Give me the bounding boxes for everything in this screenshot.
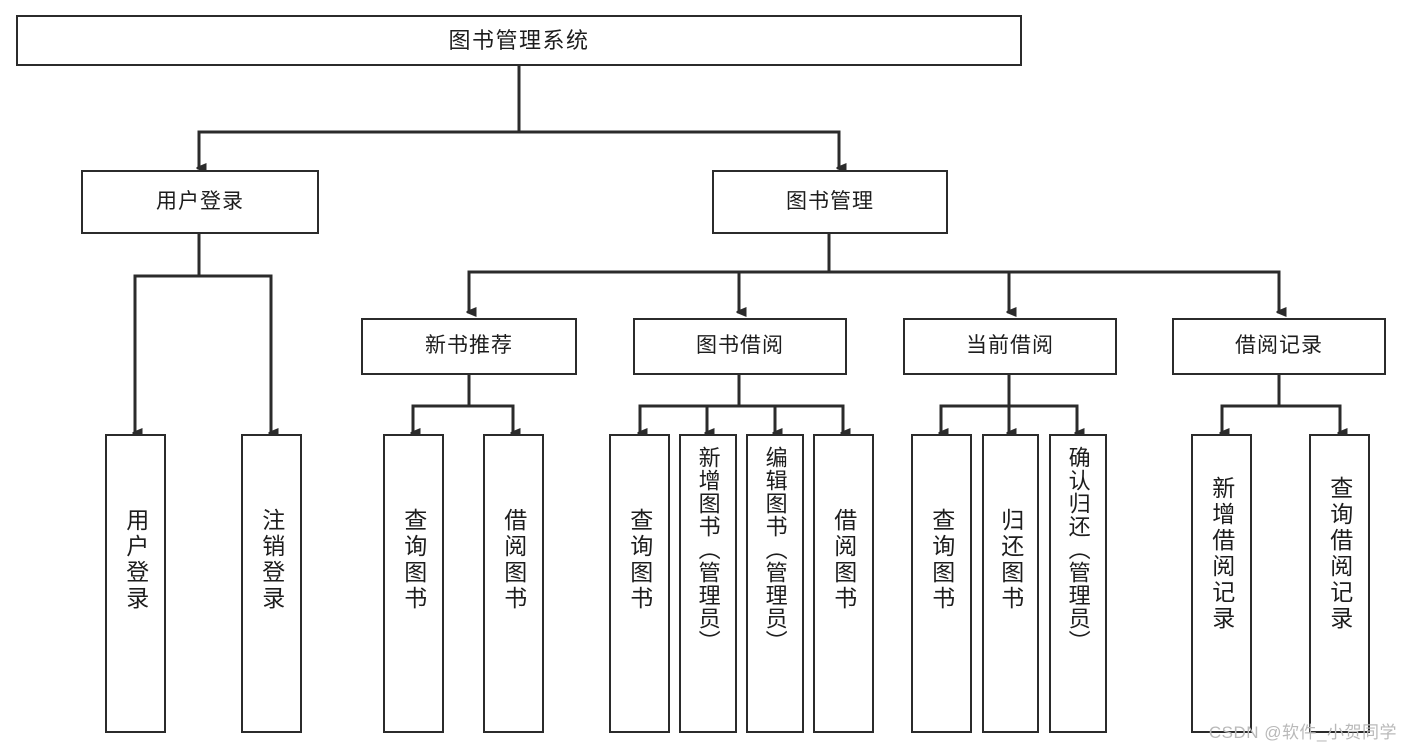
node-leaf-confirm-return-label: 确认归还（管理员） <box>1065 446 1091 653</box>
node-leaf-user-login[interactable]: 用户登录 <box>105 434 166 733</box>
node-leaf-query-book-2-label: 查询图书 <box>626 508 653 612</box>
node-leaf-query-book-1-label: 查询图书 <box>400 508 427 612</box>
node-root-label: 图书管理系统 <box>448 27 590 53</box>
node-leaf-query-book-2[interactable]: 查询图书 <box>609 434 670 733</box>
node-leaf-add-record[interactable]: 新增借阅记录 <box>1191 434 1252 733</box>
node-borrow-record-label: 借阅记录 <box>1235 334 1323 358</box>
node-leaf-add-record-label: 新增借阅记录 <box>1208 476 1235 632</box>
node-new-book-rec-label: 新书推荐 <box>425 334 513 358</box>
node-leaf-borrow-book-1-label: 借阅图书 <box>500 508 527 612</box>
node-user-login[interactable]: 用户登录 <box>81 170 319 234</box>
node-leaf-borrow-book-2-label: 借阅图书 <box>830 508 857 612</box>
node-leaf-return-book-label: 归还图书 <box>997 508 1024 612</box>
node-leaf-return-book[interactable]: 归还图书 <box>982 434 1039 733</box>
node-book-manage-label: 图书管理 <box>786 189 874 213</box>
node-leaf-borrow-book-2[interactable]: 借阅图书 <box>813 434 874 733</box>
node-leaf-confirm-return[interactable]: 确认归还（管理员） <box>1049 434 1107 733</box>
node-leaf-query-book-3-label: 查询图书 <box>928 508 955 612</box>
node-leaf-add-book-label: 新增图书（管理员） <box>695 446 721 653</box>
node-leaf-user-logout-label: 注销登录 <box>258 508 285 612</box>
node-leaf-query-book-1[interactable]: 查询图书 <box>383 434 444 733</box>
node-user-login-label: 用户登录 <box>156 189 244 213</box>
node-current-borrow[interactable]: 当前借阅 <box>903 318 1117 375</box>
node-leaf-edit-book-label: 编辑图书（管理员） <box>762 446 788 653</box>
node-leaf-add-book[interactable]: 新增图书（管理员） <box>679 434 737 733</box>
node-root[interactable]: 图书管理系统 <box>16 15 1022 66</box>
node-leaf-query-record-label: 查询借阅记录 <box>1326 476 1353 632</box>
node-borrow-record[interactable]: 借阅记录 <box>1172 318 1386 375</box>
node-leaf-borrow-book-1[interactable]: 借阅图书 <box>483 434 544 733</box>
node-leaf-user-logout[interactable]: 注销登录 <box>241 434 302 733</box>
node-leaf-edit-book[interactable]: 编辑图书（管理员） <box>746 434 804 733</box>
node-leaf-query-record[interactable]: 查询借阅记录 <box>1309 434 1370 733</box>
node-leaf-user-login-label: 用户登录 <box>122 508 149 612</box>
watermark-text: CSDN @软件_小贺同学 <box>1208 723 1397 742</box>
node-book-borrow-label: 图书借阅 <box>696 334 784 358</box>
node-book-manage[interactable]: 图书管理 <box>712 170 948 234</box>
node-current-borrow-label: 当前借阅 <box>966 334 1054 358</box>
node-book-borrow[interactable]: 图书借阅 <box>633 318 847 375</box>
node-new-book-rec[interactable]: 新书推荐 <box>361 318 577 375</box>
node-leaf-query-book-3[interactable]: 查询图书 <box>911 434 972 733</box>
